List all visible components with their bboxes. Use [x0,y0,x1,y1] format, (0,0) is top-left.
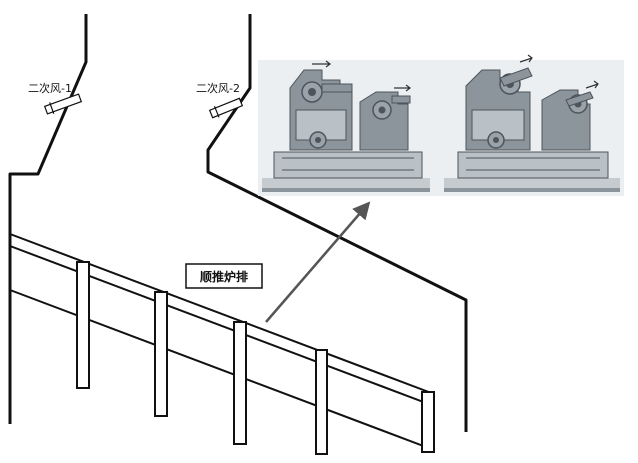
secondary-air-nozzle-1 [43,93,83,115]
secondary-air-nozzle-2 [208,97,244,119]
furnace-wall [8,14,468,432]
grate-post-2 [154,291,168,417]
grate-top-line-1 [9,233,435,395]
grate-posts [76,261,435,455]
grate-label: 顺推炉排 [200,269,248,284]
grate-post-5 [421,391,435,453]
grate-label-box: 顺推炉排 [185,263,263,289]
grate-photo-inset [258,54,624,196]
grate-post-1 [76,261,90,389]
furnace-right-wall [206,14,468,432]
grate-mechanism-1 [262,60,430,192]
furnace-left-wall [8,14,88,424]
grate-post-4 [315,349,328,455]
grate-post-3 [233,321,247,445]
grate-mechanism-2 [444,54,620,192]
pointer-arrow [265,201,371,323]
secondary-air-1-label: 二次风-1 [28,81,72,95]
secondary-air-2-label: 二次风-2 [196,81,240,95]
